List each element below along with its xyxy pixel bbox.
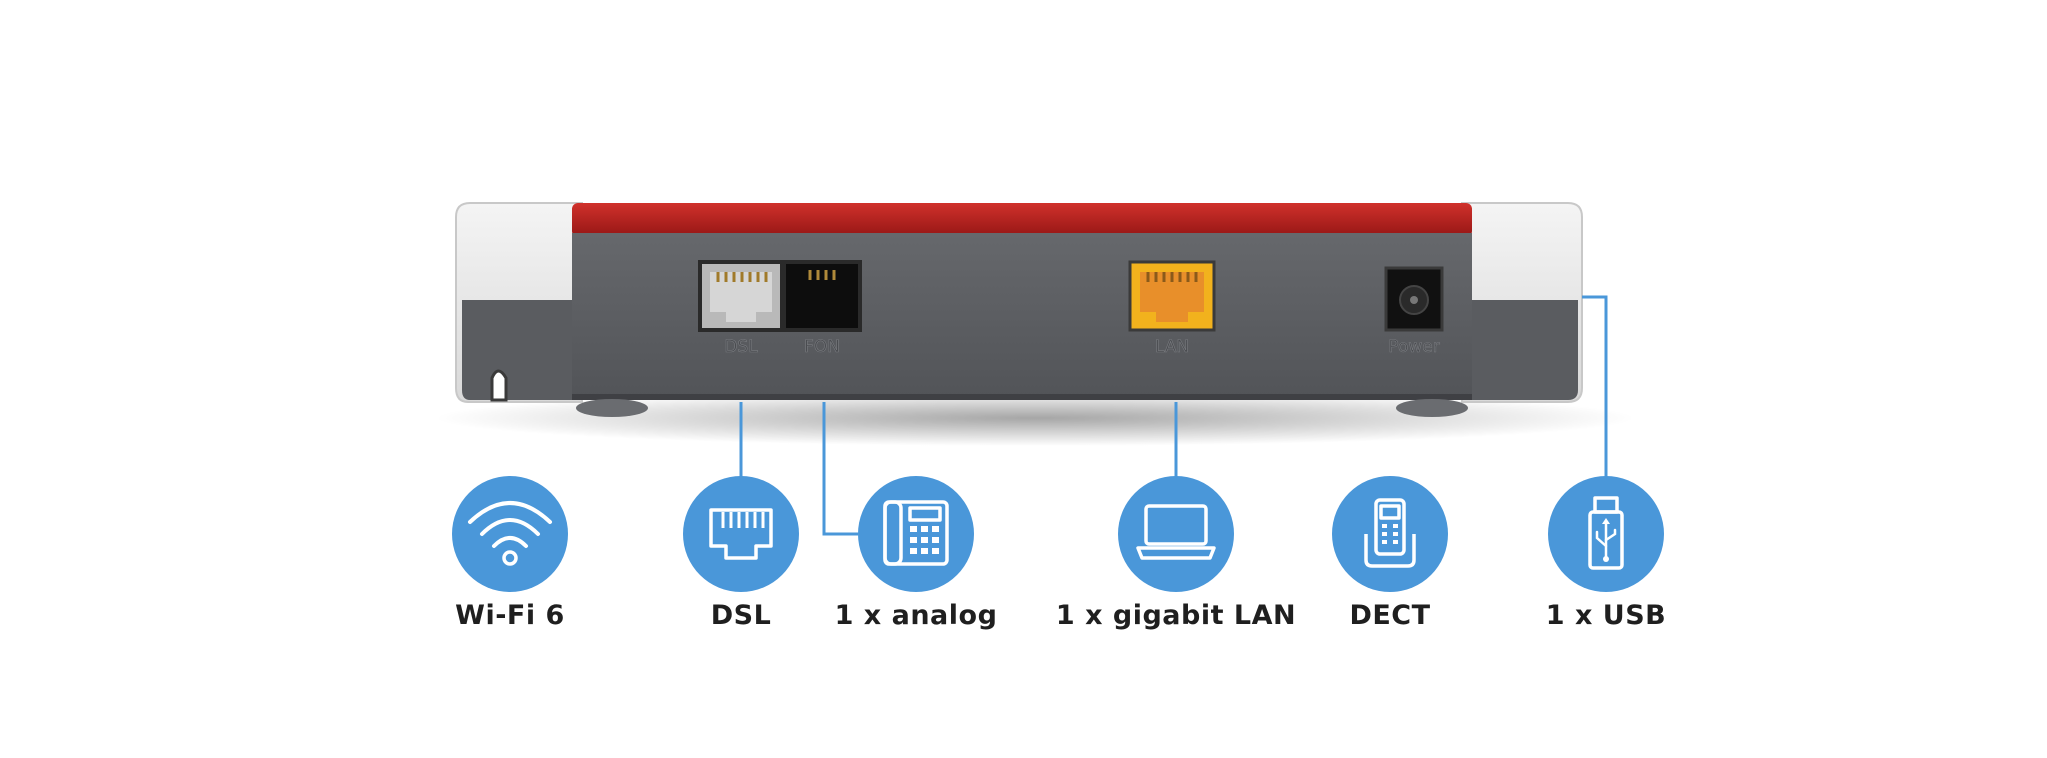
lan-port-label: LAN <box>1155 337 1189 357</box>
feature-label-dsl: DSL <box>710 600 772 631</box>
power-port <box>1384 266 1444 332</box>
power-port-label: Power <box>1388 337 1439 357</box>
dsl-port <box>698 260 784 332</box>
lan-port <box>1128 260 1216 332</box>
feature-label-lan: 1 x gigabit LAN <box>1055 600 1297 631</box>
laptop-icon <box>1118 476 1234 592</box>
router: DSL FON LAN Power <box>455 202 1583 417</box>
router-left-cap <box>455 202 583 403</box>
wifi-icon <box>452 476 568 592</box>
ethernet-port-icon <box>683 476 799 592</box>
feature-label-wifi: Wi-Fi 6 <box>455 600 565 631</box>
phone-icon <box>858 476 974 592</box>
usb-connector <box>1582 295 1608 480</box>
router-right-cap <box>1461 202 1583 403</box>
connector-lines <box>739 295 1608 536</box>
fon-port <box>782 260 862 332</box>
usb-stick-icon <box>1548 476 1664 592</box>
router-shadow <box>435 390 1635 446</box>
fon-port-label: FON <box>804 337 840 357</box>
feature-label-dect: DECT <box>1349 600 1431 631</box>
router-foot <box>1396 399 1468 417</box>
router-red-top <box>572 203 1472 237</box>
analog-connector <box>822 402 858 536</box>
dsl-port-label: DSL <box>724 337 758 357</box>
feature-icons <box>452 476 1664 592</box>
feature-label-analog: 1 x analog <box>834 600 998 631</box>
feature-label-usb: 1 x USB <box>1545 600 1667 631</box>
router-foot <box>576 399 648 417</box>
dect-handset-icon <box>1332 476 1448 592</box>
